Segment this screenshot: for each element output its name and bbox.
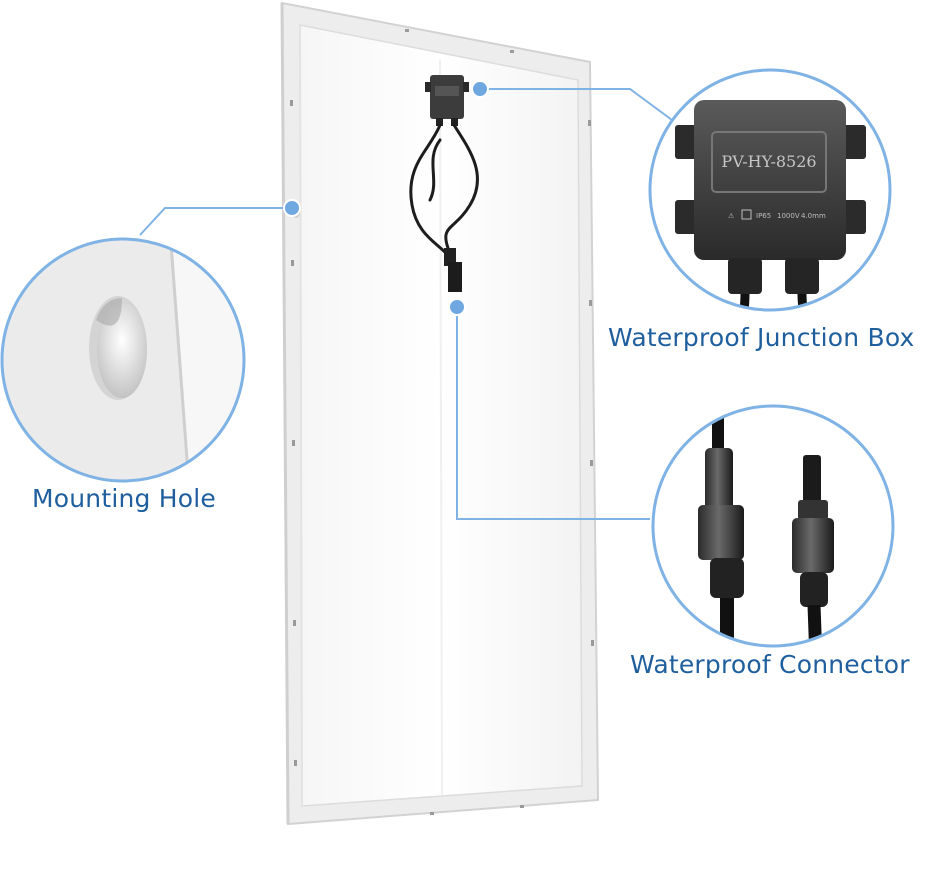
junction-box-on-panel [425,75,469,126]
connector-zoom [651,404,895,648]
rating-voltage: 1000V [777,212,800,220]
mounting-hole-label: Mounting Hole [32,484,216,513]
connector-label: Waterproof Connector [630,650,910,679]
junction-box-label: Waterproof Junction Box [608,323,915,352]
callout-dots [283,80,489,316]
svg-text:⚠: ⚠ [728,212,735,220]
solar-panel [280,1,600,826]
mounting-hole-dot [283,199,301,217]
junction-box-dot [471,80,489,98]
cables-on-panel [409,123,480,292]
frame-holes [290,29,594,815]
connector-dot [448,298,466,316]
rating-ip: IP65 [756,212,771,220]
rating-wire: 4.0mm [801,212,826,220]
mounting-hole-zoom [0,237,246,483]
junction-box-zoom: PV-HY-8526 ⚠ IP65 1000V 4.0mm [648,68,892,312]
callout-lines [139,88,673,520]
junction-box-model: PV-HY-8526 [721,152,816,171]
